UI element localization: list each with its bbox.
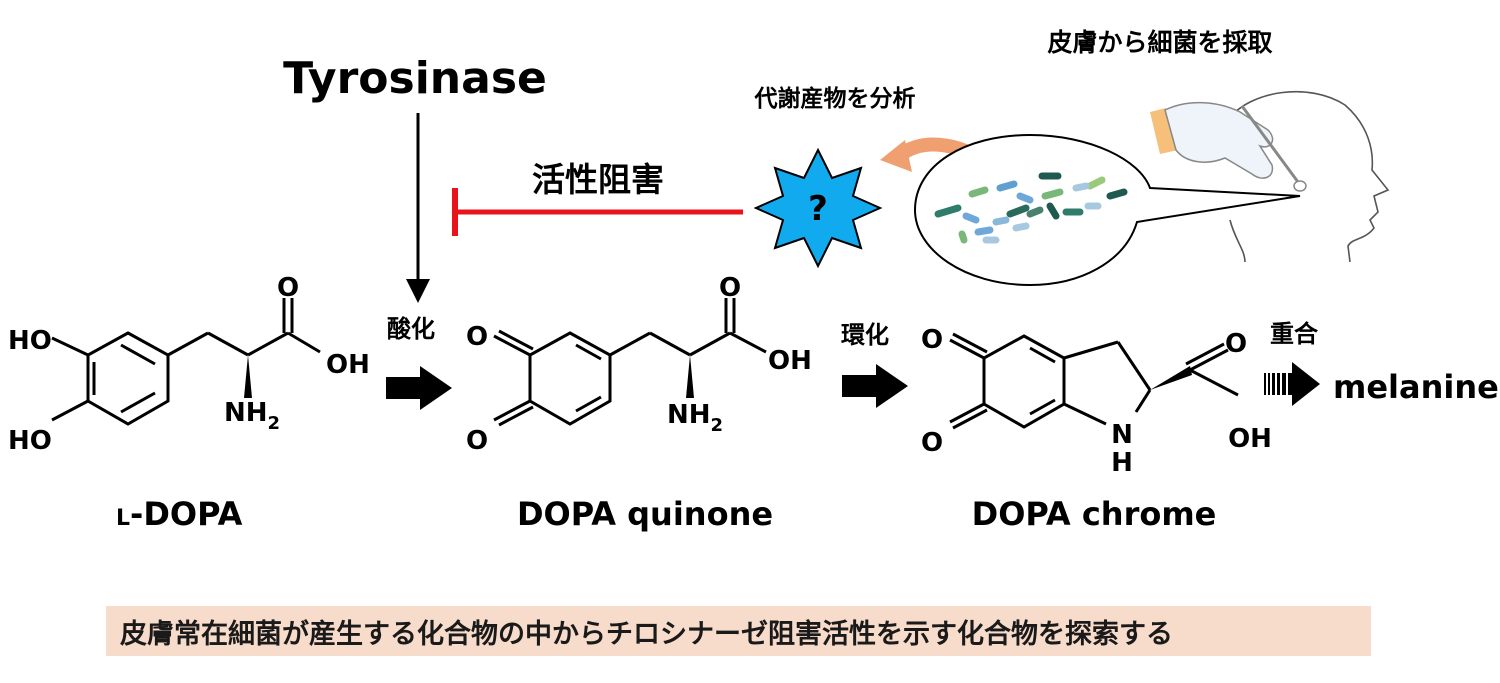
reaction-oxidation-label: 酸化 [387, 315, 435, 343]
reaction-arrow-2 [842, 364, 908, 408]
dopa-quinone-o-acid: O [719, 273, 741, 303]
dopa-quinone-o-top: O [466, 322, 488, 352]
enzyme-label: Tyrosinase [283, 53, 547, 104]
collect-bacteria-label: 皮膚から細菌を採取 [1047, 28, 1272, 57]
summary-caption: 皮膚常在細菌が産生する化合物の中からチロシナーゼ阻害活性を示す化合物を探索する [106, 606, 1371, 656]
l-dopa-wedge [244, 355, 252, 398]
dopa-chrome-h: H [1111, 448, 1133, 478]
unknown-compound-symbol: ? [808, 189, 828, 229]
l-dopa-structure [51, 298, 321, 426]
inhibition-label: 活性阻害 [532, 160, 664, 199]
l-dopa-nh2: NH2 [224, 398, 280, 434]
l-dopa-o: O [277, 273, 299, 303]
dopa-chrome-o-top: O [921, 325, 943, 355]
l-dopa-ho-top: HO [8, 326, 52, 356]
dopa-quinone-oh: OH [768, 346, 812, 376]
glove-illustration [1150, 101, 1307, 192]
bacteria-speech-bubble [913, 133, 1301, 287]
dopa-quinone-name: DOPA quinone [517, 495, 773, 533]
dopa-chrome-n: N [1111, 420, 1133, 450]
dopa-chrome-wedge [1150, 366, 1192, 390]
analyze-metabolites-label: 代謝産物を分析 [754, 85, 916, 112]
l-dopa-ho-bottom: HO [8, 426, 52, 456]
unknown-compound-star [753, 147, 883, 269]
dopa-chrome-structure [949, 332, 1239, 430]
dopa-quinone-wedge [686, 355, 694, 398]
bacteria-cells [934, 172, 1128, 244]
reaction-arrow-3 [1264, 362, 1320, 406]
dopa-chrome-o-bottom: O [921, 428, 943, 458]
reaction-cyclization-label: 環化 [841, 321, 889, 349]
dopa-quinone-o-bottom: O [466, 426, 488, 456]
face-illustration [1227, 90, 1390, 263]
orange-arrowhead [880, 140, 912, 172]
melanine-label: melanine [1333, 368, 1499, 406]
reaction-polymerization-label: 重合 [1270, 320, 1319, 348]
dopa-quinone-structure [493, 298, 767, 427]
dopa-quinone-nh2: NH2 [667, 400, 723, 436]
reaction-arrow-1 [386, 366, 452, 410]
dopa-chrome-name: DOPA chrome [972, 495, 1217, 533]
dopa-chrome-o-acid: O [1225, 329, 1247, 359]
l-dopa-oh: OH [326, 350, 370, 380]
dopa-chrome-oh: OH [1228, 424, 1272, 454]
l-dopa-name: L-DOPA [116, 495, 243, 533]
